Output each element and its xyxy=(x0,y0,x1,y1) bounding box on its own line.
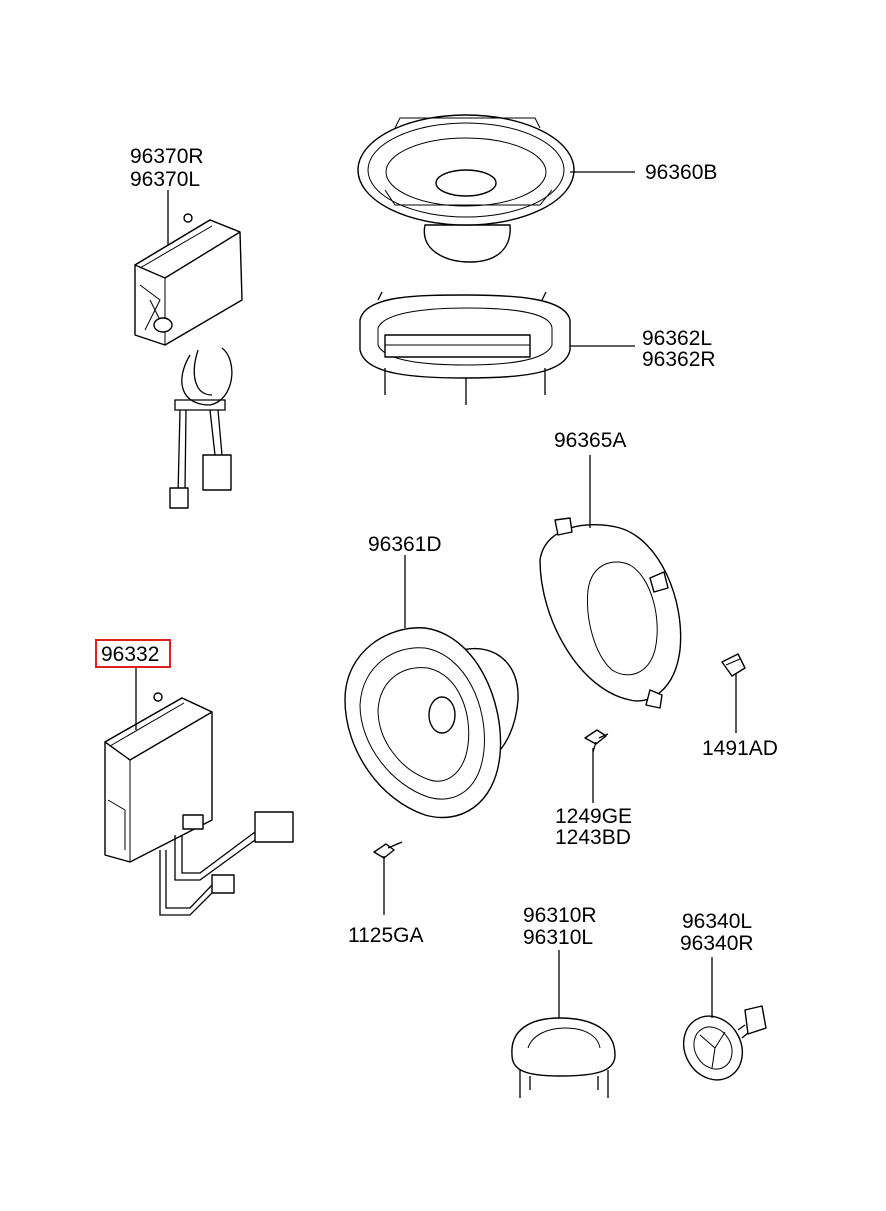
screw-a-drawing[interactable] xyxy=(584,729,609,753)
label-96362l: 96362L xyxy=(642,327,712,350)
clip-drawing[interactable] xyxy=(721,653,746,677)
label-96370l: 96370L xyxy=(130,168,200,191)
label-96370r: 96370R xyxy=(130,145,204,168)
label-96340r: 96340R xyxy=(680,932,754,955)
round-speaker-drawing[interactable] xyxy=(344,627,519,819)
label-1249ge: 1249GE xyxy=(555,805,632,828)
oval-speaker-drawing[interactable] xyxy=(357,114,575,263)
label-96340l: 96340L xyxy=(682,910,752,933)
highlight-box-96332 xyxy=(95,639,171,668)
label-1125ga: 1125GA xyxy=(348,924,424,947)
amplifier-upper-drawing[interactable] xyxy=(134,213,243,509)
tweeter-cover-drawing[interactable] xyxy=(511,1017,616,1098)
label-96360b: 96360B xyxy=(645,161,717,184)
label-96332[interactable]: 96332 xyxy=(101,643,159,666)
label-96361d: 96361D xyxy=(368,533,442,556)
tweeter-drawing[interactable] xyxy=(672,1005,767,1090)
speaker-bracket-drawing[interactable] xyxy=(359,291,571,405)
label-96310r: 96310R xyxy=(523,904,597,927)
label-96362r: 96362R xyxy=(642,348,716,371)
label-96365a: 96365A xyxy=(554,429,626,452)
label-1491ad: 1491AD xyxy=(702,737,778,760)
label-1243bd: 1243BD xyxy=(555,826,631,849)
screw-b-drawing[interactable] xyxy=(373,841,403,859)
amplifier-lower-drawing[interactable] xyxy=(104,692,294,916)
label-96310l: 96310L xyxy=(523,926,593,949)
ring-adapter-drawing[interactable] xyxy=(539,517,682,709)
